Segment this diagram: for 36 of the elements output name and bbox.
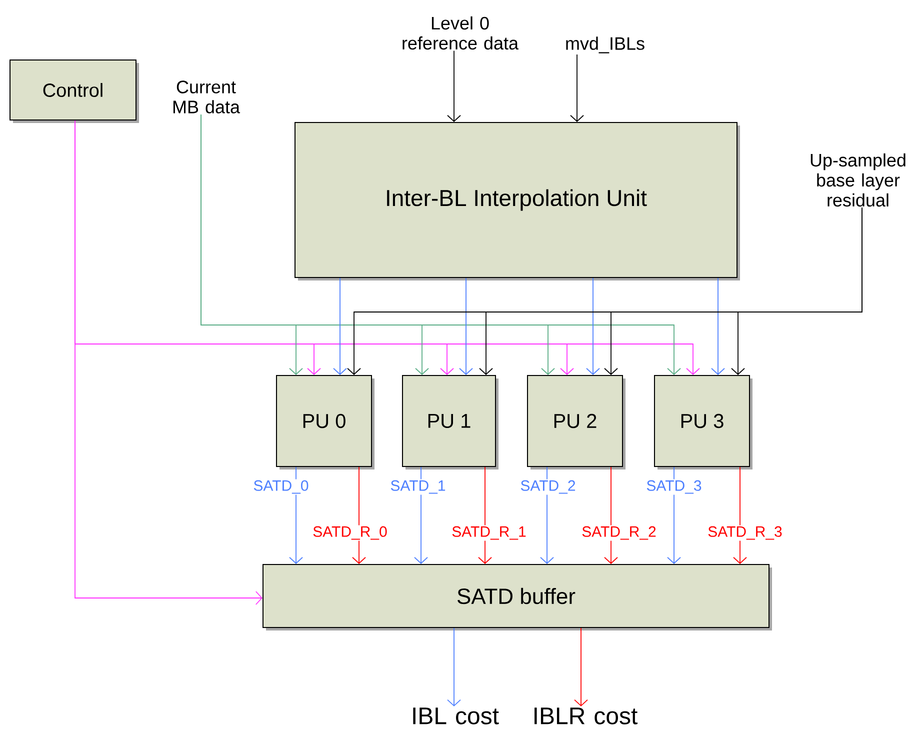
arrow <box>333 278 347 375</box>
processing-unit-box: PU 2 <box>527 375 626 470</box>
edge-label: SATD_3 <box>645 479 703 495</box>
arrow <box>74 120 262 605</box>
arrow <box>574 628 588 706</box>
control-box: Control <box>10 60 139 123</box>
edge-label: SATD_2 <box>519 479 577 495</box>
output-label: IBLR cost <box>534 708 638 724</box>
arrow <box>586 278 600 375</box>
arrow <box>289 466 303 564</box>
input-label: Level 0 reference data <box>402 16 519 50</box>
unit-box: Inter-BL Interpolation Unit <box>294 122 740 280</box>
edge-label: SATD_R_3 <box>706 525 784 541</box>
edge-label: SATD_0 <box>252 479 310 495</box>
edge-label: SATD_R_1 <box>450 525 528 541</box>
processing-unit-box: PU 1 <box>402 375 498 470</box>
input-label: Current MB data <box>173 80 240 114</box>
processing-unit-box: PU 0 <box>276 375 374 470</box>
arrow <box>570 54 584 122</box>
input-label: Up-sampled base layer residual <box>810 153 906 207</box>
edge-label: SATD_R_2 <box>580 525 658 541</box>
arrow <box>711 278 725 375</box>
input-label: mvd_IBLs <box>566 36 644 54</box>
arrow <box>414 466 428 564</box>
arrow <box>540 466 554 564</box>
edge-label: SATD_1 <box>389 479 447 495</box>
processing-unit-box: PU 3 <box>654 375 752 470</box>
arrow <box>459 278 473 375</box>
arrow <box>667 466 681 564</box>
arrow <box>447 50 461 122</box>
edge-label: SATD_R_0 <box>312 525 388 541</box>
buffer-box: SATD buffer <box>262 564 772 630</box>
arrow <box>200 114 681 375</box>
output-label: IBL cost <box>413 708 499 724</box>
arrow <box>731 207 862 375</box>
arrow <box>447 628 461 706</box>
